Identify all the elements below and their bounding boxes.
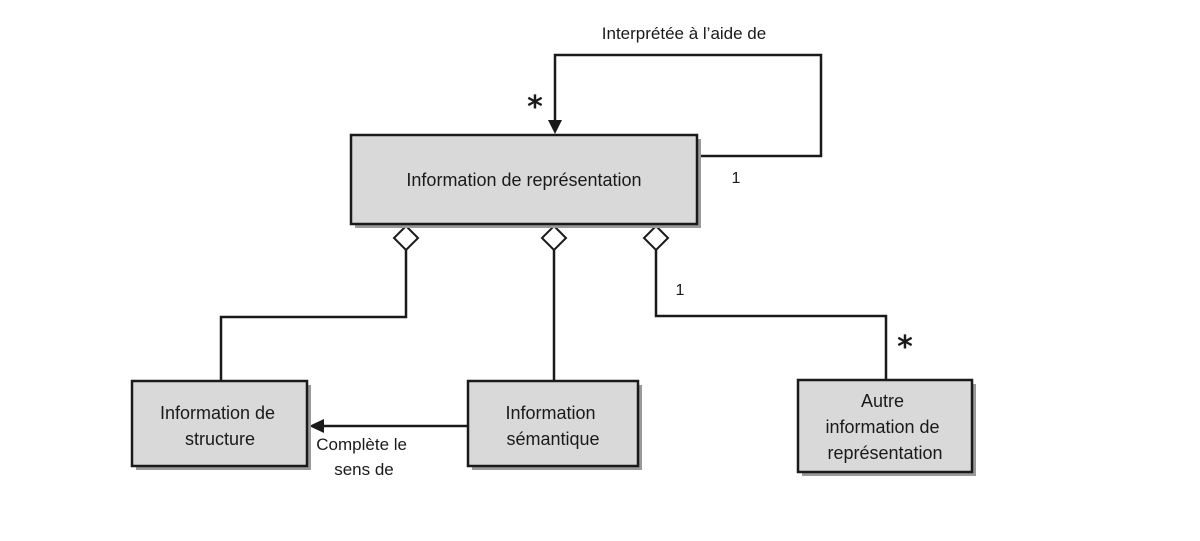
node-information-representation-label: Information de représentation [406,170,641,190]
self-association-line [553,53,823,158]
self-association-label: Interprétée à l’aide de [602,24,766,43]
node-information-representation: Information de représentation [349,133,701,228]
aggregation-line-structure [219,250,408,381]
aggregation-autre-target-multiplicity: * [897,330,913,365]
association-label-completes: Complète le sens de [316,435,411,479]
aggregation-diamond-structure [392,224,420,252]
node-information-structure-label: Information de structure [160,403,280,449]
node-information-structure: Information de structure [130,379,311,470]
self-association-target-multiplicity: * [527,90,543,125]
aggregation-diamond-autre [642,224,670,252]
aggregation-autre-source-multiplicity: 1 [676,282,685,299]
self-association-arrowhead [548,120,562,134]
node-information-semantique: Information sémantique [466,379,642,470]
aggregation-line-autre [654,250,888,380]
association-arrowhead-completes [309,419,324,433]
self-association-source-multiplicity: 1 [732,170,741,187]
node-autre-information-representation: Autre information de représentation [796,378,976,476]
node-information-semantique-label: Information sémantique [505,403,600,449]
aggregation-diamond-semantique [540,224,568,252]
node-autre-information-representation-label: Autre information de représentation [825,391,944,463]
